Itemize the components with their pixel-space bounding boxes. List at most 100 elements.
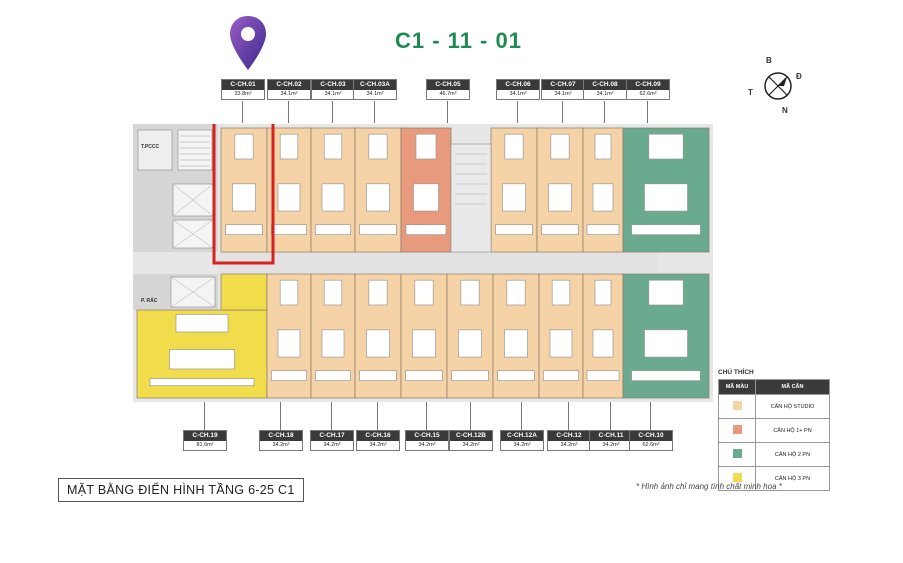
bed-icon (549, 329, 573, 358)
legend-color-square (732, 425, 742, 434)
legend-label: CĂN HỘ STUDIO (755, 394, 830, 419)
unit-area: 34.1m² (554, 91, 572, 97)
bathroom (279, 133, 299, 160)
unit-area: 34.2m² (272, 442, 290, 448)
unit-code: C-CH.03 (312, 80, 354, 90)
bathroom (234, 133, 254, 160)
leader-line (447, 101, 448, 123)
bed-icon (277, 329, 301, 358)
leader-line (280, 402, 281, 430)
pccc-label: T.PCCC (141, 144, 159, 150)
unit-code: C-CH.12 (548, 431, 590, 441)
kitchen-counter (359, 370, 397, 381)
unit-code: C-CH.19 (184, 431, 226, 441)
unit-code: C-CH.02 (268, 80, 310, 90)
unit-code: C-CH.12B (450, 431, 492, 441)
trash-room-label: P. RÁC (141, 297, 158, 304)
leader-line (331, 402, 332, 430)
bed-icon (232, 183, 256, 212)
kitchen-counter (543, 370, 579, 381)
bed-icon (504, 329, 528, 358)
compass-east-label: Đ (796, 72, 802, 81)
bathroom (175, 314, 229, 333)
bathroom (414, 279, 434, 306)
legend-color-square (732, 401, 742, 410)
legend-col-color: MÃ MÀU (718, 379, 756, 395)
kitchen-counter (631, 224, 701, 235)
unit-area: 62.6m² (642, 442, 660, 448)
unit-area: 34.1m² (596, 91, 614, 97)
unit-area: 34.2m² (513, 442, 531, 448)
unit-code: C-CH.17 (311, 431, 353, 441)
corridor (218, 252, 658, 274)
stair-left (177, 129, 213, 171)
page-title: C1 - 11 - 01 (395, 28, 522, 53)
compass: B Đ T N (748, 56, 808, 116)
unit-bottom-extension (220, 273, 268, 311)
leader-line (288, 101, 289, 123)
unit-area: 34.2m² (418, 442, 436, 448)
bathroom (506, 279, 526, 306)
kitchen-counter (405, 370, 443, 381)
legend-heading: CHÚ THÍCH (718, 369, 754, 376)
leader-line (610, 402, 611, 430)
bed-icon (169, 349, 235, 370)
leader-line (650, 402, 651, 430)
unit-code: C-CH.12A (501, 431, 543, 441)
legend-swatch (718, 442, 756, 467)
illustration-note: * Hình ảnh chỉ mang tính chất minh hoạ * (636, 482, 782, 491)
unit-area: 46.7m² (439, 91, 457, 97)
kitchen-counter (271, 370, 307, 381)
bed-icon (412, 329, 436, 358)
bed-icon (321, 329, 345, 358)
bathroom (415, 133, 437, 160)
legend-color-square (732, 449, 742, 458)
unit-code: C-CH.01 (222, 80, 264, 90)
unit-area: 34.1m² (509, 91, 527, 97)
leader-line (426, 402, 427, 430)
legend-label: CĂN HỘ 3 PN (755, 466, 830, 491)
unit-area: 62.6m² (639, 91, 657, 97)
kitchen-counter (586, 370, 620, 381)
legend-label: CĂN HỘ 1+ PN (755, 418, 830, 443)
unit-code: C-CH.09 (627, 80, 669, 90)
unit-code: C-CH.06 (497, 80, 539, 90)
bathroom (648, 133, 684, 160)
leader-line (332, 101, 333, 123)
kitchen-counter (149, 378, 255, 387)
legend-row: CĂN HỘ STUDIO (718, 394, 830, 419)
kitchen-counter (359, 224, 397, 235)
bathroom (551, 279, 571, 306)
bathroom (460, 279, 480, 306)
leader-line (204, 402, 205, 430)
unit-area: 34.1m² (324, 91, 342, 97)
leader-line (521, 402, 522, 430)
kitchen-counter (451, 370, 489, 381)
unit-area: 34.2m² (369, 442, 387, 448)
leader-line (604, 101, 605, 123)
leader-line (562, 101, 563, 123)
unit-area: 34.2m² (602, 442, 620, 448)
leader-line (470, 402, 471, 430)
kitchen-counter (315, 370, 351, 381)
leader-line (647, 101, 648, 123)
bed-icon (592, 183, 614, 212)
unit-code: C-CH.03A (354, 80, 396, 90)
bed-icon (644, 329, 688, 358)
top-units-group (220, 127, 710, 253)
bathroom (368, 133, 388, 160)
leader-line (377, 402, 378, 430)
bed-icon (644, 183, 688, 212)
bathroom (594, 279, 612, 306)
